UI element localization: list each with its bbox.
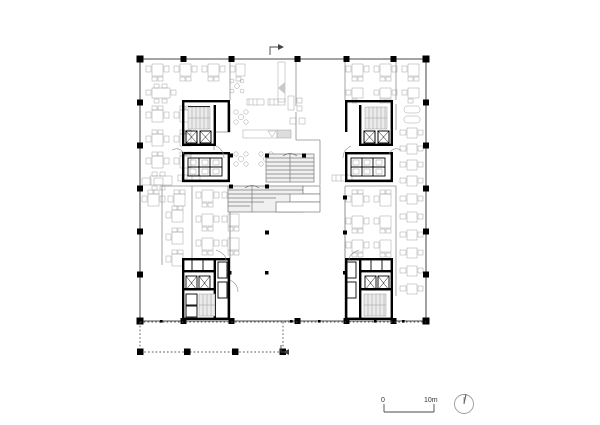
scale-end-label: 10m	[424, 397, 438, 404]
core-southwest	[182, 249, 239, 320]
north-arrow-icon	[454, 393, 474, 414]
scale-bar: 0 10m	[381, 397, 438, 413]
section-marker-bottom	[280, 345, 289, 355]
core-northwest	[171, 100, 230, 182]
core-southeast	[345, 249, 393, 320]
core-walls-layer	[171, 100, 402, 320]
core-northeast	[342, 100, 402, 182]
desk-cluster-southeast	[345, 189, 424, 295]
lounge-seating-north	[229, 61, 306, 167]
section-marker-top	[269, 44, 284, 55]
scale-bar-line	[383, 404, 435, 413]
scale-start-label: 0	[381, 397, 385, 404]
grand-staircase	[227, 153, 321, 213]
terrace-grid-ticks	[160, 320, 405, 323]
